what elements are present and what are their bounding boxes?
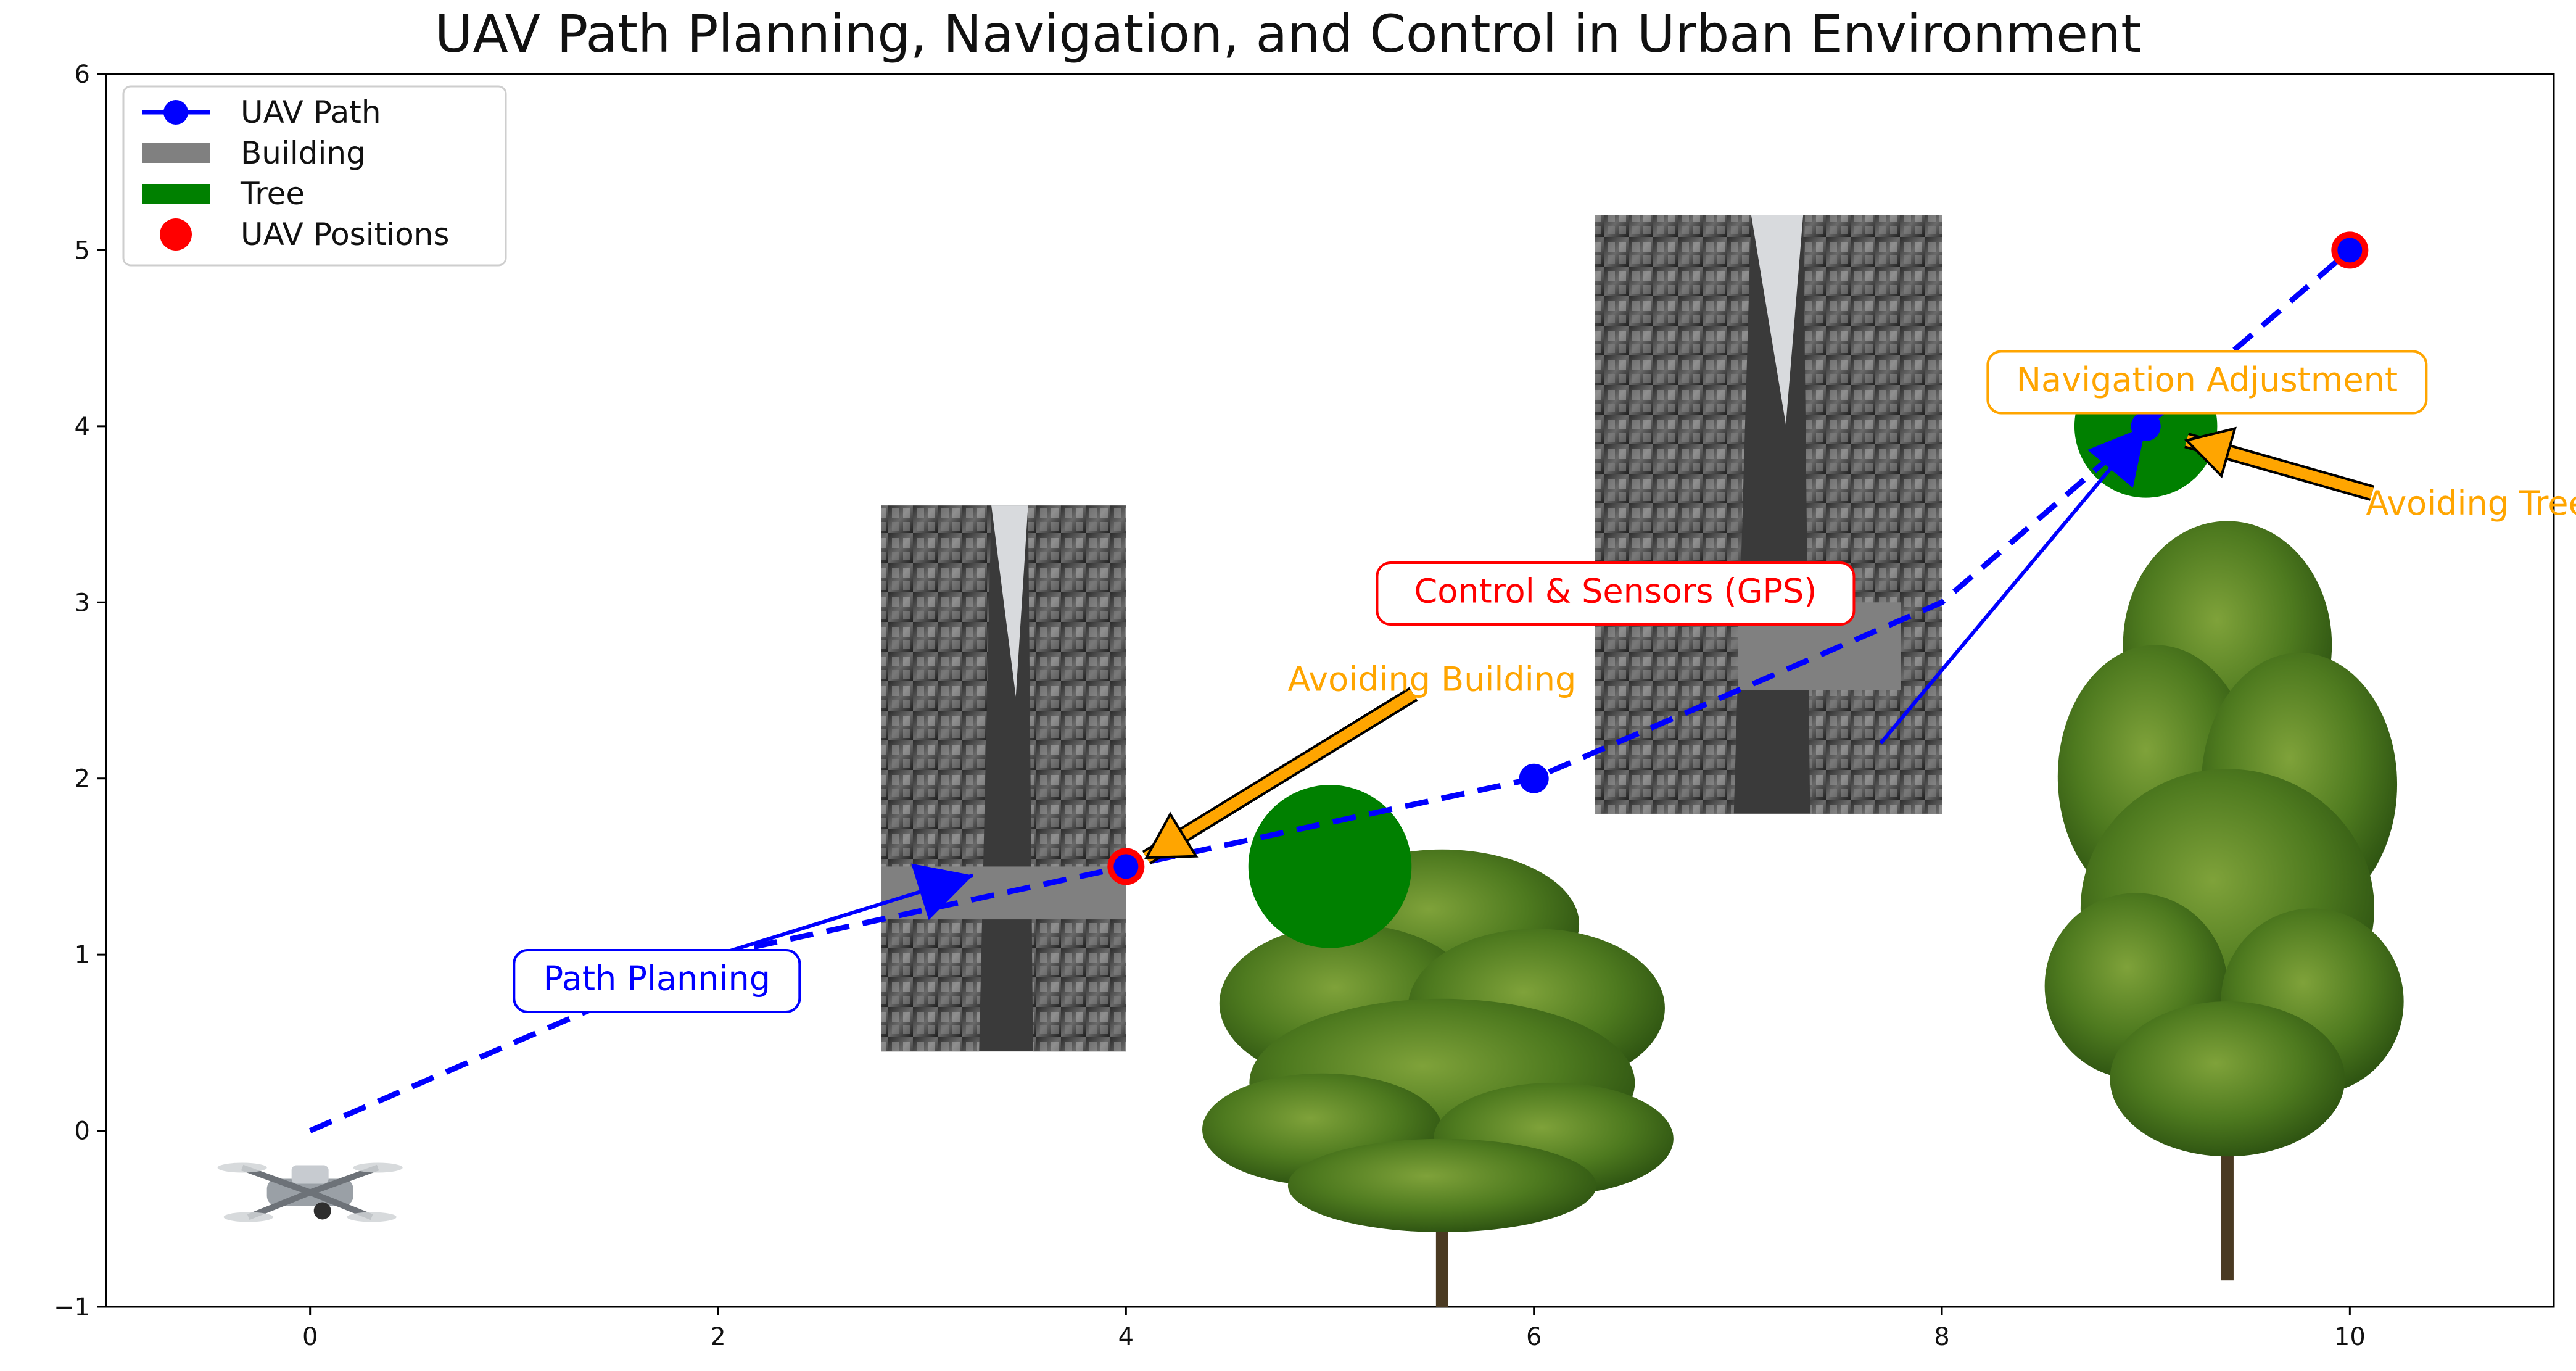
annotation-box	[1376, 561, 1856, 626]
drone-top	[291, 1165, 329, 1184]
y-tick-label: 0	[75, 1117, 90, 1146]
building-facade-right	[1803, 215, 1942, 814]
x-tick-label: 2	[710, 1323, 725, 1351]
y-tick-label: 5	[75, 236, 90, 265]
x-tick-label: 4	[1118, 1323, 1134, 1351]
building-facade-left	[1595, 215, 1751, 814]
legend-item: Tree	[142, 176, 305, 212]
drone-rotor	[223, 1212, 273, 1222]
annotation: Avoiding Building	[1142, 660, 1576, 865]
legend-label: Tree	[240, 176, 305, 212]
y-tick-label: 4	[75, 413, 90, 441]
legend-label: UAV Path	[241, 94, 381, 130]
tree-photo	[2044, 521, 2404, 1281]
annotation-box	[1986, 350, 2428, 415]
annotation-label: Avoiding Tree	[2366, 484, 2576, 523]
legend-box	[122, 85, 507, 267]
sky-gap	[991, 505, 1028, 697]
uav-position-inner	[2337, 238, 2363, 263]
legend-label: Building	[241, 135, 366, 171]
y-tick-label: 1	[75, 941, 90, 969]
annotations-layer: Path Planning Avoiding Building Control & …	[513, 350, 2576, 1013]
annotation: Navigation Adjustment	[1986, 350, 2428, 415]
sky-gap	[1751, 215, 1804, 425]
annotation-label: Navigation Adjustment	[2017, 360, 2398, 399]
legend-item: UAV Path	[142, 94, 381, 130]
drone-rotor	[353, 1162, 403, 1173]
axes-frame	[105, 73, 2555, 1308]
annotation-arrow-head	[1144, 811, 1199, 859]
annotation: Avoiding Tree	[2184, 426, 2576, 523]
drone-rotor	[347, 1212, 397, 1222]
control-arrow-head	[911, 863, 973, 921]
y-tick-label: −1	[54, 1293, 90, 1322]
control-arrow	[1879, 425, 2147, 745]
x-tick-label: 0	[302, 1323, 318, 1351]
tree-foliage	[2110, 1001, 2345, 1157]
axes-box	[105, 73, 2555, 1308]
y-tick-label: 6	[75, 60, 90, 89]
annotation: Control & Sensors (GPS)	[1376, 561, 1856, 626]
control-arrow-head	[2087, 426, 2146, 488]
x-tick-label: 10	[2334, 1323, 2366, 1351]
y-tick-label: 3	[75, 589, 90, 617]
drone-rotor	[217, 1162, 267, 1173]
building-photo	[1595, 215, 1942, 814]
legend-marker-swatch	[163, 100, 188, 125]
building-facade-right	[1028, 505, 1126, 1052]
annotation: Path Planning	[513, 948, 801, 1013]
path-point	[2131, 411, 2161, 441]
tree-foliage	[1287, 1138, 1596, 1232]
annotation-arrow	[1143, 689, 1417, 863]
annotation-label: Avoiding Building	[1287, 660, 1576, 698]
legend-patch-swatch	[142, 143, 210, 163]
building-facade-left	[881, 505, 992, 1052]
annotation-arrow-head	[2184, 426, 2237, 479]
legend-label: UAV Positions	[241, 217, 449, 252]
chart-title: UAV Path Planning, Navigation, and Contr…	[434, 4, 2142, 64]
y-tick-label: 2	[75, 765, 90, 793]
uav-position-inner	[1113, 854, 1139, 879]
tree-photo	[1202, 849, 1674, 1307]
legend-item: UAV Positions	[160, 217, 449, 252]
annotation-label: Path Planning	[543, 959, 770, 998]
building-photo	[881, 505, 1126, 1052]
annotation-label: Control & Sensors (GPS)	[1414, 572, 1817, 611]
drone-camera	[313, 1202, 331, 1220]
legend-marker-swatch	[160, 218, 192, 251]
legend-item: Building	[142, 135, 366, 171]
annotation-box	[513, 948, 801, 1013]
tree-patch	[1248, 785, 1412, 948]
x-tick-label: 8	[1934, 1323, 1949, 1351]
drone-icon	[217, 1162, 403, 1222]
x-tick-label: 6	[1526, 1323, 1542, 1351]
path-point	[1519, 763, 1549, 793]
legend-patch-swatch	[142, 184, 210, 204]
ticks-layer: 0 2 4 6 8 10 −1 0 1 2 3 4 5 6	[54, 60, 2366, 1351]
